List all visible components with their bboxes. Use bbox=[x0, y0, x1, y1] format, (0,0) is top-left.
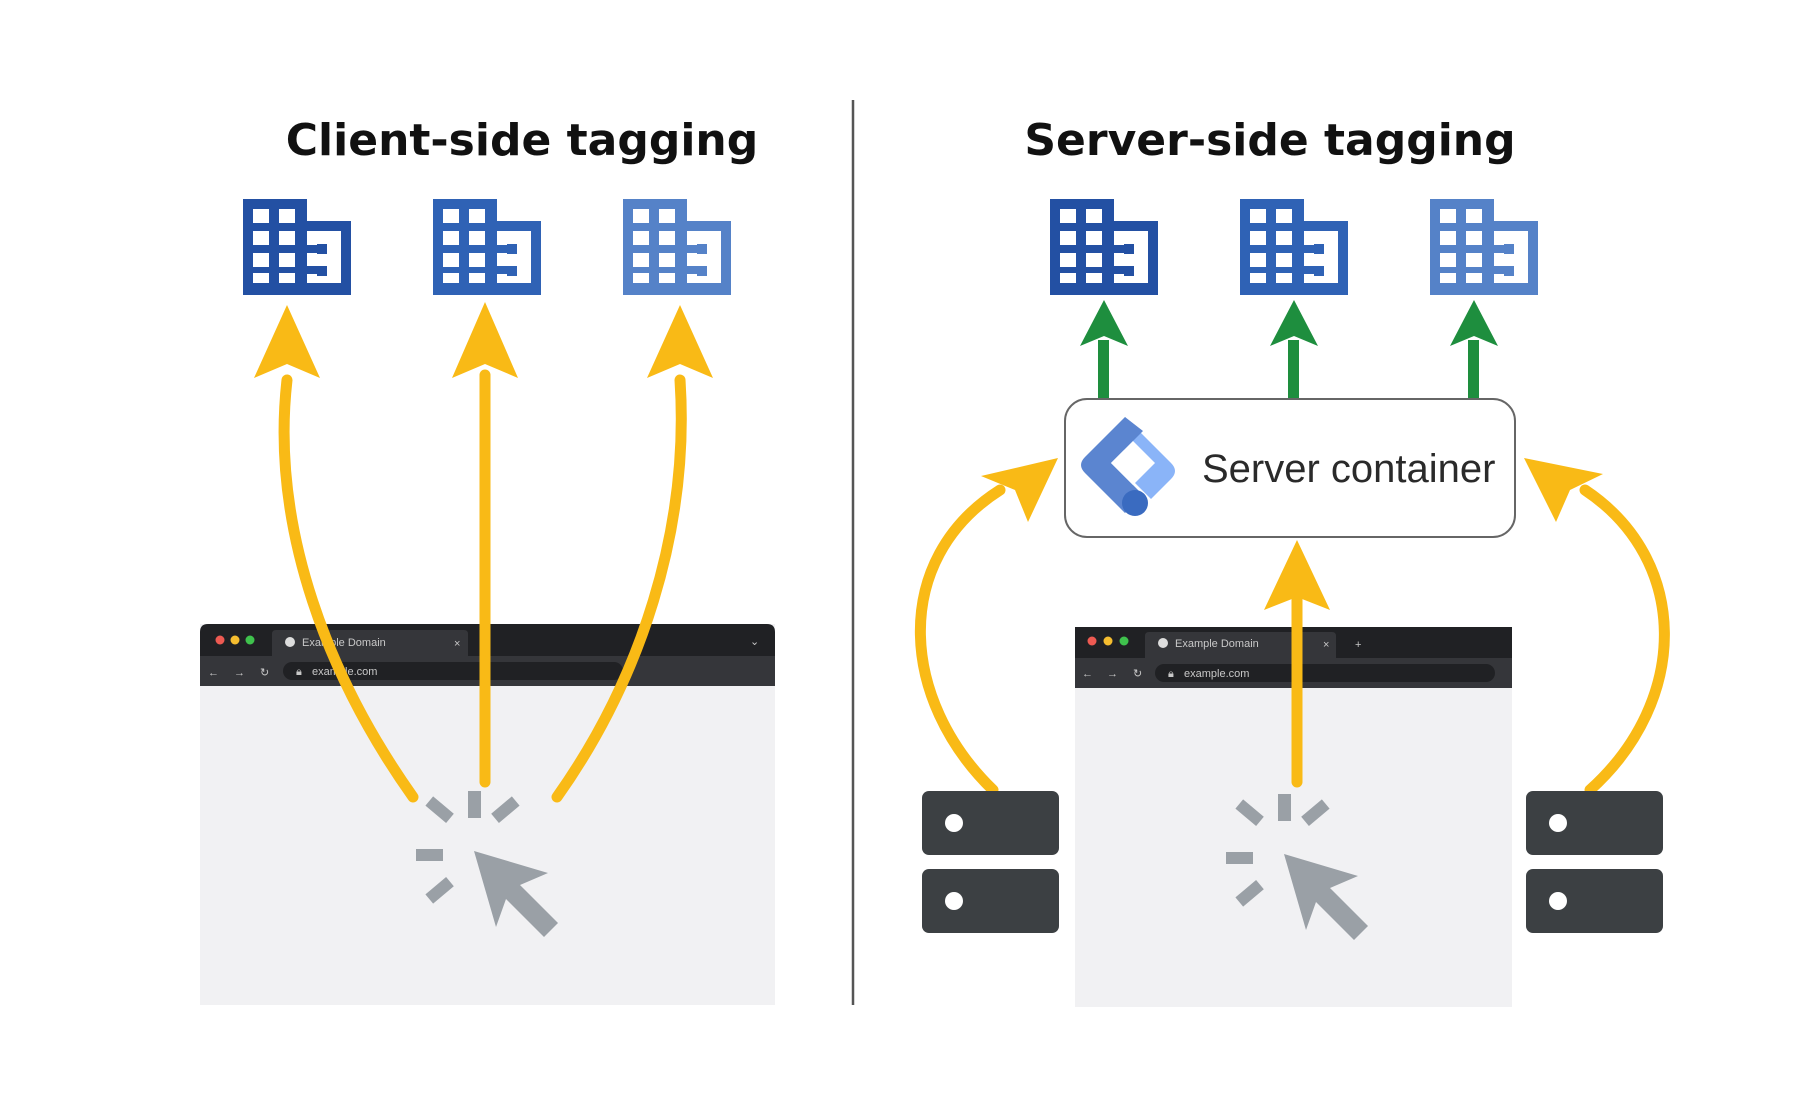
address-bar[interactable] bbox=[1155, 664, 1495, 682]
server-stack-right-icon bbox=[1526, 791, 1663, 933]
tab-list-chevron-icon[interactable]: ⌄ bbox=[750, 636, 759, 648]
arrowhead-icon bbox=[254, 305, 320, 378]
back-icon[interactable]: ← bbox=[208, 667, 219, 679]
arrow-to-vendor-1 bbox=[278, 374, 419, 803]
address-bar[interactable] bbox=[283, 662, 623, 680]
lock-icon: 🔒︎ bbox=[1168, 668, 1174, 680]
server-container-label: Server container bbox=[1202, 447, 1495, 491]
tab-title[interactable]: Example Domain bbox=[1175, 638, 1259, 650]
globe-icon bbox=[1158, 638, 1168, 648]
client-side-title: Client-side tagging bbox=[286, 115, 758, 166]
tag-manager-logo-icon bbox=[1081, 417, 1175, 516]
forward-icon[interactable]: → bbox=[1107, 668, 1118, 680]
window-maximize-dot[interactable] bbox=[245, 635, 255, 645]
window-maximize-dot[interactable] bbox=[1119, 636, 1129, 646]
reload-icon[interactable]: ↻ bbox=[260, 667, 269, 679]
arrow-left-server-to-container bbox=[914, 484, 1006, 796]
building-icon bbox=[1240, 199, 1348, 295]
left-vendors bbox=[243, 199, 731, 295]
globe-icon bbox=[285, 637, 295, 647]
right-vendors bbox=[1050, 199, 1538, 295]
window-close-dot[interactable] bbox=[215, 635, 225, 645]
tab-close-icon[interactable]: × bbox=[1323, 639, 1329, 651]
window-close-dot[interactable] bbox=[1087, 636, 1097, 646]
building-icon bbox=[1430, 199, 1538, 295]
forward-icon[interactable]: → bbox=[234, 667, 245, 679]
green-arrows bbox=[1080, 300, 1498, 400]
right-yellow-arrows bbox=[914, 484, 1670, 796]
server-side-title: Server-side tagging bbox=[1024, 115, 1515, 166]
tab-title[interactable]: Example Domain bbox=[302, 637, 386, 649]
arrow-right-server-to-container bbox=[1579, 484, 1670, 796]
building-icon bbox=[433, 199, 541, 295]
reload-icon[interactable]: ↻ bbox=[1133, 668, 1142, 680]
new-tab-icon[interactable]: + bbox=[1355, 639, 1361, 651]
left-yellow-arrows bbox=[278, 369, 687, 803]
arrowhead-icon bbox=[1270, 300, 1318, 346]
server-stack-left-icon bbox=[922, 791, 1059, 933]
window-minimize-dot[interactable] bbox=[1103, 636, 1113, 646]
arrowhead-icon bbox=[647, 305, 713, 378]
arrow-to-vendor-3 bbox=[551, 374, 687, 803]
arrowhead-icon bbox=[1080, 300, 1128, 346]
server-container-box[interactable]: Server container bbox=[1064, 398, 1516, 538]
arrowhead-icon bbox=[452, 302, 518, 378]
back-icon[interactable]: ← bbox=[1082, 668, 1093, 680]
arrowhead-icon bbox=[1264, 540, 1330, 610]
building-icon bbox=[243, 199, 351, 295]
address-url[interactable]: example.com bbox=[1184, 668, 1249, 680]
window-minimize-dot[interactable] bbox=[230, 635, 240, 645]
building-icon bbox=[1050, 199, 1158, 295]
tab-close-icon[interactable]: × bbox=[454, 638, 460, 650]
arrowhead-icon bbox=[1524, 458, 1603, 522]
lock-icon: 🔒︎ bbox=[296, 666, 302, 678]
arrowhead-icon bbox=[981, 458, 1058, 522]
building-icon bbox=[623, 199, 731, 295]
arrowhead-icon bbox=[1450, 300, 1498, 346]
